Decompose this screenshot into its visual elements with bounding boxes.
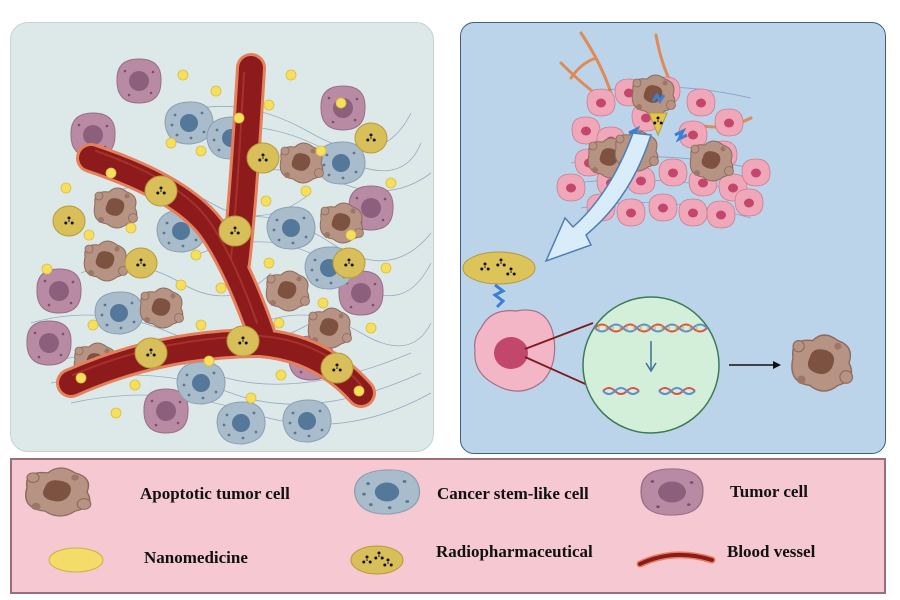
tumor-microenvironment-panel (10, 22, 434, 452)
apoptosis-arrow (729, 361, 781, 369)
legend: Apoptotic tumor cell Cancer stem-like ce… (10, 458, 886, 594)
legend-label-nanomedicine: Nanomedicine (144, 548, 248, 567)
tumor-cell-symbol (640, 468, 704, 516)
legend-symbols (25, 467, 716, 575)
legend-label-blood-vessel: Blood vessel (727, 542, 816, 561)
blood-vessel-symbol (636, 551, 716, 568)
mechanism-panel (460, 22, 886, 454)
tumor-microenvironment-illustration (26, 53, 432, 445)
blood-vessel-network (56, 53, 376, 408)
cancer-stem-like-cell-symbol (353, 469, 421, 515)
radiopharmaceutical-large (462, 251, 536, 309)
dna-damage-inset (582, 296, 720, 434)
nanomedicine-symbol (48, 547, 104, 573)
radiopharmaceutical-symbol (350, 545, 404, 575)
legend-label-tumor-cell: Tumor cell (730, 482, 808, 501)
resulting-apoptotic-cell (791, 334, 854, 392)
legend-label-cancer-stem-like-cell: Cancer stem-like cell (437, 484, 589, 503)
mechanism-illustration (462, 31, 854, 434)
legend-label-apoptotic-tumor-cell: Apoptotic tumor cell (140, 484, 290, 503)
targeted-tumor-cell (474, 309, 556, 392)
uptake-arrow (544, 132, 652, 263)
legend-label-radiopharmaceutical: Radiopharmaceutical (436, 542, 593, 561)
apoptotic-tumor-cell-symbol (25, 467, 92, 517)
